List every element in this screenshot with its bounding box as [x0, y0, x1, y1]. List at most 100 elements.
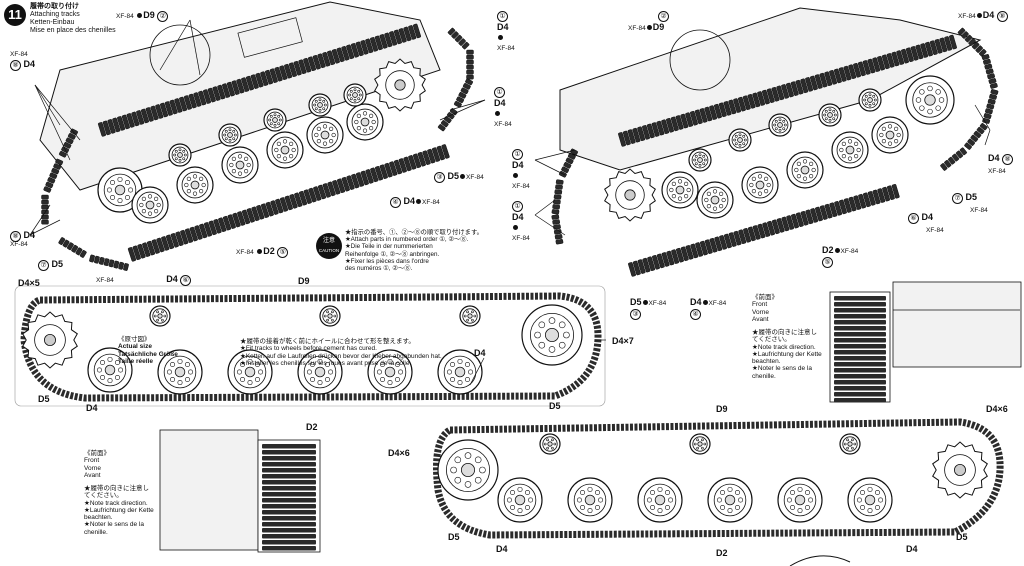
- idler-wheel-left-hole: [106, 187, 112, 193]
- track-link: [651, 122, 660, 137]
- track-link: [857, 61, 866, 77]
- idler-wheel-left-hole: [117, 198, 123, 204]
- track-link: [43, 186, 52, 193]
- track-link: [436, 145, 445, 161]
- road-wheel-left-hole: [147, 211, 153, 216]
- road-wheel-left-hole: [329, 126, 334, 131]
- return-roller-left-hole: [358, 93, 362, 97]
- return-roller-left-hole: [323, 103, 327, 107]
- track-link: [94, 255, 100, 264]
- return-roller-left-hole: [349, 89, 353, 93]
- road-wheel-bottom-hole: [580, 504, 586, 510]
- label-d4x7: D4×7: [612, 336, 634, 346]
- road-wheel-actual-hole: [464, 376, 470, 382]
- track-link: [322, 183, 331, 198]
- road-wheel-actual-hole: [317, 358, 323, 364]
- road-wheel-bottom-hole: [797, 508, 803, 514]
- road-wheel-actual-hole: [247, 358, 253, 364]
- return-roller-right-hole: [694, 162, 698, 166]
- track-link: [647, 256, 656, 271]
- track-link: [341, 176, 350, 192]
- return-roller-bottom-hole: [546, 438, 549, 442]
- road-wheel-actual-hole: [188, 369, 194, 375]
- track-link: [723, 233, 732, 249]
- track-link: [384, 162, 393, 178]
- idler-wheel-left-hub: [114, 184, 126, 196]
- track-link: [108, 259, 115, 268]
- idler-wheel-actual-hole: [558, 321, 566, 329]
- track-link: [967, 138, 976, 146]
- track-link: [275, 198, 284, 214]
- road-wheel-left-hole: [314, 132, 319, 138]
- track-link: [47, 177, 56, 184]
- track-link: [260, 203, 270, 218]
- track-link: [131, 111, 140, 127]
- return-roller-bottom-hole: [851, 438, 854, 442]
- road-wheel-bottom-hole: [874, 504, 880, 510]
- track-link: [843, 198, 852, 213]
- return-roller-left-hole: [232, 129, 236, 133]
- road-wheel-left-hole: [156, 202, 161, 208]
- track-link: [194, 225, 203, 240]
- track-link: [964, 142, 972, 150]
- track-link: [872, 57, 881, 72]
- idler-wheel-bottom-hole: [474, 456, 482, 464]
- return-roller-left-hub: [352, 92, 358, 98]
- track-link: [704, 239, 713, 254]
- road-wheel-left-hole: [329, 139, 334, 144]
- return-roller-right-hub: [827, 112, 833, 118]
- track-link: [169, 99, 178, 115]
- idler-wheel-left-hole: [124, 180, 130, 186]
- road-wheel-bottom-hole: [657, 508, 663, 514]
- return-roller-right-hole: [824, 117, 828, 121]
- return-roller-bottom-hub: [547, 441, 553, 447]
- track-link: [279, 65, 288, 80]
- return-roller-left-hole: [178, 158, 182, 162]
- road-wheel-left-hub: [320, 130, 330, 140]
- track-link: [107, 119, 116, 134]
- track-link: [97, 122, 107, 137]
- road-wheel-actual-hole: [450, 376, 456, 382]
- return-roller-right-hole: [693, 158, 697, 162]
- road-wheel-right-hole: [757, 174, 763, 179]
- road-wheel-left-hole: [276, 154, 281, 159]
- road-wheel-actual-hole: [254, 362, 260, 368]
- track-link: [829, 202, 838, 218]
- label-d9-actual: D9: [298, 276, 310, 286]
- track-link: [555, 179, 564, 185]
- track-link: [834, 332, 886, 337]
- idler-wheel-right-hub: [924, 94, 936, 106]
- road-wheel-right-rim: [876, 121, 904, 149]
- return-roller-bottom-hole: [846, 446, 849, 450]
- road-wheel-right-hole: [841, 141, 846, 146]
- road-wheel-left-hole: [322, 141, 328, 146]
- track-link: [834, 374, 886, 379]
- track-link: [901, 48, 909, 64]
- leader-line: [984, 129, 991, 146]
- return-roller-left-hole: [223, 133, 227, 137]
- return-roller-left-hole: [268, 118, 272, 122]
- track-link: [877, 188, 886, 203]
- track-link: [940, 163, 948, 171]
- track-link: [699, 108, 708, 123]
- track-link: [795, 212, 804, 227]
- return-roller-actual-hub: [467, 313, 473, 319]
- road-wheel-left-hole: [201, 182, 206, 188]
- actual-size-frame: [14, 285, 606, 407]
- road-wheel-right-hole: [847, 139, 853, 144]
- road-wheel-bottom-hub: [794, 494, 806, 506]
- return-roller-left-hole: [273, 113, 277, 117]
- label-d4x6-left: D4×6: [388, 448, 410, 458]
- track-link: [862, 192, 871, 208]
- road-wheel-left-hole: [147, 194, 153, 199]
- track-links-d4-right: [964, 123, 988, 150]
- return-roller-right-hole: [864, 94, 868, 98]
- track-link: [882, 186, 891, 202]
- road-wheel-right-rim: [701, 186, 729, 214]
- track-link: [113, 260, 120, 269]
- return-roller-left-hole: [349, 97, 353, 101]
- track-link: [757, 91, 766, 106]
- road-wheel-actual-hole: [114, 360, 120, 366]
- road-wheel-right-hole: [841, 154, 846, 159]
